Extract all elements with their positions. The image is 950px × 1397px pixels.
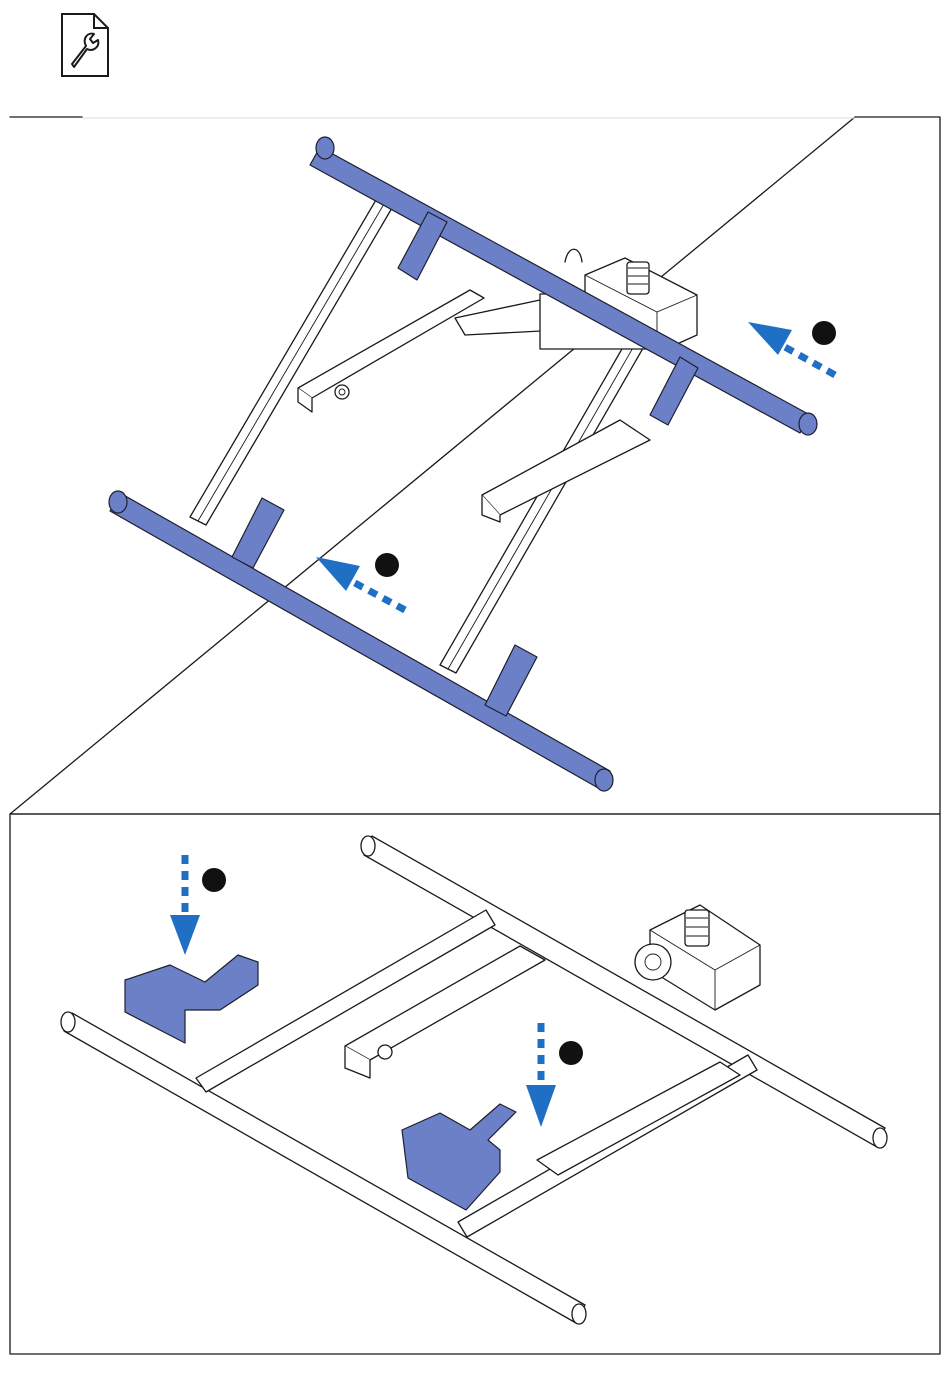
callout-dot-lower [375,553,399,577]
panel-bottom [10,814,940,1354]
motor-box-bottom [635,905,760,1010]
white-tube-front [61,1012,586,1324]
arrow-bracket-right [526,1023,556,1127]
bracket-left [125,955,258,1043]
panel-top [10,117,940,814]
tube-lower [109,491,613,791]
side-rail-right [440,335,646,673]
arrow-bracket-left [170,855,200,955]
callout-dot-upper [812,321,836,345]
bracket-right [402,1104,516,1210]
callout-dot-bracket-left [202,868,226,892]
callout-dot-bracket-right [559,1041,583,1065]
tube-upper [310,137,817,435]
